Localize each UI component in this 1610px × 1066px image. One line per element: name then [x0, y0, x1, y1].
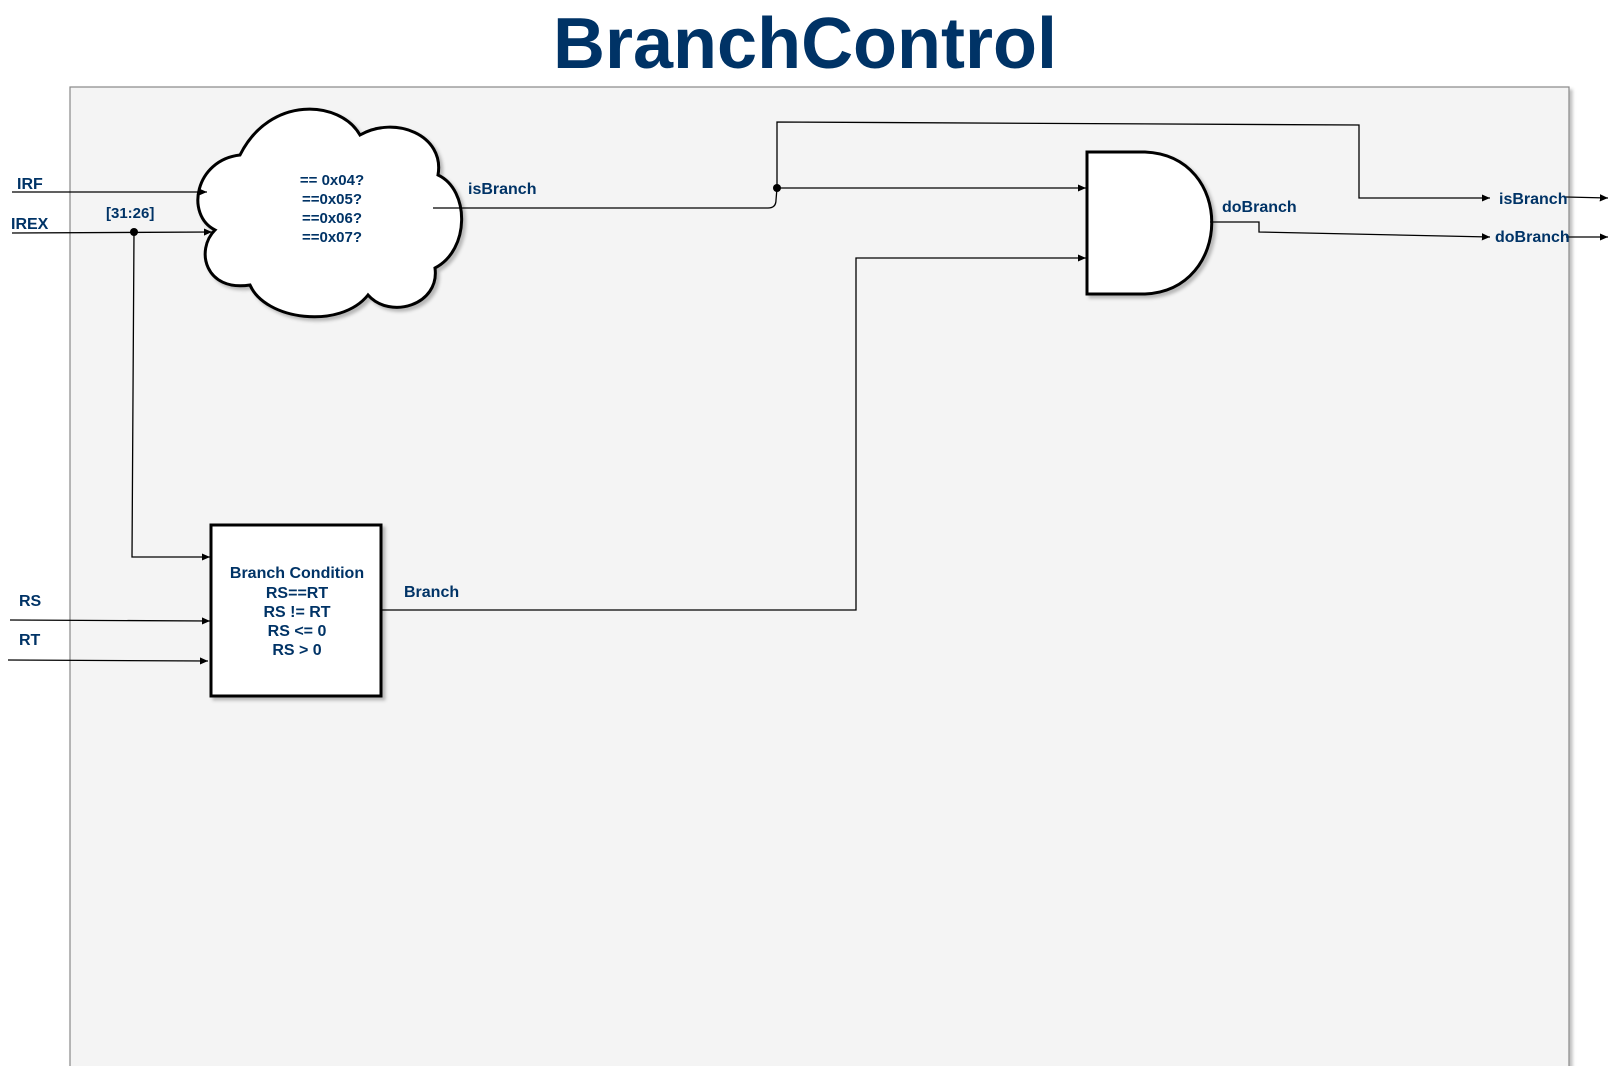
is-branch-loop-wire: [776, 121, 1490, 202]
irex-opcode-tap-wire: [131, 231, 210, 561]
decoder-line: ==0x06?: [302, 210, 362, 227]
condition-line: RS==RT: [266, 585, 328, 602]
opcode-decoder-cloud: [196, 107, 464, 319]
is-branch-signal-label: isBranch: [468, 181, 536, 198]
decoder-line: ==0x05?: [302, 191, 362, 208]
rs-label: RS: [19, 593, 42, 610]
is-branch-output-label: isBranch: [1499, 191, 1567, 208]
irex-junction-dot: [130, 228, 138, 236]
page-title: BranchControl: [553, 4, 1057, 84]
condition-block-title: Branch Condition: [230, 565, 364, 582]
rt-label: RT: [19, 632, 41, 649]
condition-line: RS > 0: [272, 642, 321, 659]
branch-wire: [382, 254, 1086, 611]
condition-line: RS <= 0: [268, 623, 327, 640]
opcode-bit-range-label: [31:26]: [106, 205, 154, 222]
rt-wire: [7, 657, 209, 665]
branch-condition-block: [209, 523, 383, 698]
decoder-line: == 0x04?: [300, 172, 364, 189]
and-gate: [1085, 150, 1214, 296]
do-branch-wire: [1210, 221, 1491, 241]
is-branch-output-stub: [1565, 194, 1609, 202]
do-branch-signal-label: doBranch: [1222, 199, 1297, 216]
condition-line: RS != RT: [263, 604, 330, 621]
branch-signal-label: Branch: [404, 584, 459, 601]
is-branch-wire: [433, 187, 778, 209]
irex-label: IREX: [11, 216, 49, 233]
irex-wire: [11, 228, 213, 236]
decoder-line: ==0x07?: [302, 229, 362, 246]
irf-label: IRF: [17, 176, 43, 193]
is-branch-junction-dot: [773, 184, 781, 192]
do-branch-output-label: doBranch: [1495, 229, 1570, 246]
rs-wire: [9, 617, 211, 625]
